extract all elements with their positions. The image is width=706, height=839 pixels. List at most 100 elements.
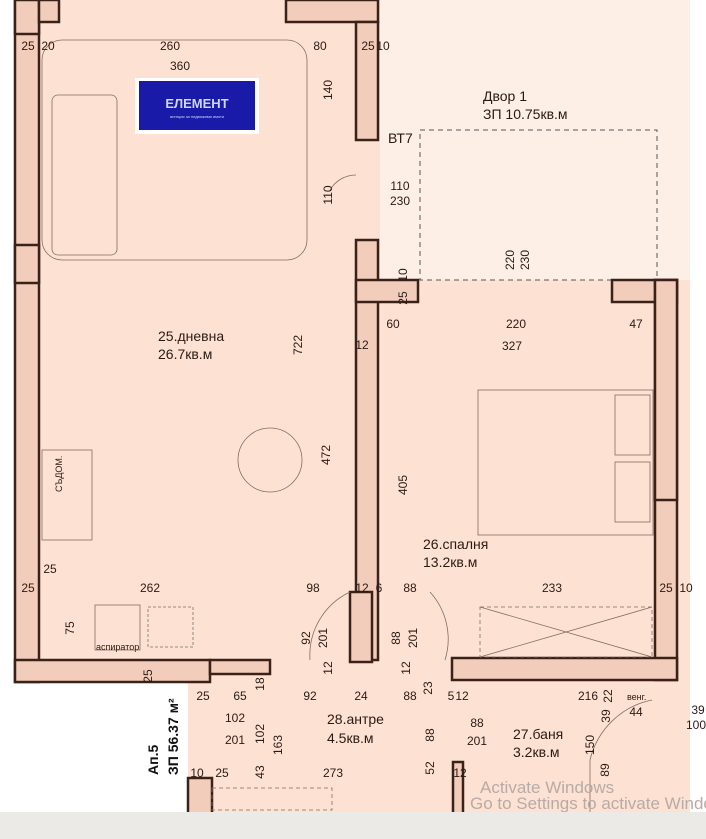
apartment-name: Ап.5 [145, 745, 161, 775]
vt-label: ВТ7 [388, 130, 413, 146]
dimension-label: 25 [396, 291, 410, 305]
dimension-label: 25 [361, 39, 375, 53]
watermark-line2: Go to Settings to activate Windows. [470, 794, 706, 813]
dimension-label: 201 [467, 734, 487, 748]
taskbar [0, 812, 706, 839]
dishwasher-label: СЪДОМ. [54, 456, 64, 492]
dimension-label: 201 [406, 628, 420, 648]
dimension-label: 25 [21, 39, 35, 53]
dimension-label: 52 [423, 761, 437, 775]
dimension-label: 18 [253, 677, 267, 691]
room-name-bedroom: 26.спалня [423, 536, 488, 552]
dimension-label: 472 [319, 445, 333, 465]
room-area-bath: 3.2кв.м [513, 744, 560, 760]
apartment-floor [15, 0, 690, 839]
dimension-label: 360 [170, 59, 190, 73]
svg-text:агенция за недвижими имоти: агенция за недвижими имоти [170, 114, 224, 119]
yard-boundary [419, 129, 658, 281]
dimension-label: 102 [225, 711, 245, 725]
dimension-label: 405 [396, 475, 410, 495]
dimension-label: 233 [542, 581, 562, 595]
dimension-label: 12 [355, 581, 369, 595]
furniture [41, 39, 654, 815]
dimension-label: 80 [313, 39, 327, 53]
dimension-label: 12 [399, 661, 413, 675]
dimension-label: 88 [470, 716, 484, 730]
dimension-label: 220 [506, 317, 526, 331]
dimension-label: 722 [291, 335, 305, 355]
dimension-label: 24 [354, 689, 368, 703]
dimension-label: 10 [190, 766, 204, 780]
dimension-label: 201 [316, 628, 330, 648]
dimension-label: 12 [355, 338, 369, 352]
dimension-label: 216 [578, 689, 598, 703]
dimension-label: 20 [41, 39, 55, 53]
dimension-label: 60 [386, 317, 400, 331]
dimension-label: 150 [583, 735, 597, 755]
dimension-label: 220 [503, 250, 517, 270]
dining-table [237, 427, 303, 493]
vent-label: венг. [627, 692, 646, 702]
dimension-label: 22 [601, 689, 615, 703]
dimension-label: 230 [390, 194, 410, 208]
room-area-yard: ЗП 10.75кв.м [483, 106, 568, 122]
dimension-label: 25 [43, 562, 57, 576]
dimension-label: 10 [396, 268, 410, 282]
dimension-label: 25 [141, 669, 155, 683]
dimension-label: 260 [160, 39, 180, 53]
dimension-label: 201 [225, 733, 245, 747]
dimension-label: 25 [196, 689, 210, 703]
room-name-hall: 28.антре [327, 711, 384, 727]
dimension-label: 110 [321, 185, 335, 204]
dimension-label: 88 [403, 581, 417, 595]
dimension-label: 39 [599, 709, 613, 723]
dimension-label: 88 [423, 728, 437, 742]
dimension-label: 262 [140, 581, 160, 595]
dimension-label: 89 [598, 763, 612, 777]
dimension-label: 110 [390, 179, 409, 193]
dimension-label: 75 [63, 621, 77, 635]
room-name-living: 25.дневна [158, 328, 224, 344]
room-area-living: 26.7кв.м [158, 346, 212, 362]
dimension-label: 88 [389, 631, 403, 645]
dimension-label: 6 [376, 581, 383, 595]
dimension-label: 25 [215, 766, 229, 780]
dimension-label: 273 [323, 766, 343, 780]
dimension-label: 5 [448, 689, 455, 703]
dimension-label: 100 [686, 718, 706, 732]
apartment-area: ЗП 56.37 м² [165, 698, 181, 775]
dimension-label: 25 [21, 581, 35, 595]
yard-area [380, 0, 690, 280]
dimension-label: 44 [629, 705, 643, 719]
dimension-label: 327 [502, 339, 522, 353]
dimension-label: 12 [453, 766, 467, 780]
agency-logo: ЕЛЕМЕНТ агенция за недвижими имоти [135, 78, 259, 134]
dimension-label: 102 [253, 724, 267, 744]
bed [477, 389, 654, 536]
room-labels: 25.дневна 26.7кв.м 26.спалня 13.2кв.м 28… [54, 88, 646, 775]
dimension-label: 230 [518, 250, 532, 270]
room-area-hall: 4.5кв.м [327, 730, 374, 746]
walls [13, 0, 692, 839]
dimension-label: 98 [306, 581, 320, 595]
room-name-yard: Двор 1 [483, 88, 527, 104]
dimension-label: 92 [303, 689, 317, 703]
dimension-label: 23 [421, 681, 435, 695]
dimension-label: 163 [271, 735, 285, 755]
dimension-label: 12 [455, 689, 469, 703]
svg-text:ЕЛЕМЕНТ: ЕЛЕМЕНТ [165, 96, 228, 111]
dimension-label: 10 [376, 39, 390, 53]
hood-label: аспиратор [96, 642, 139, 652]
dimension-label: 39 [691, 703, 705, 717]
dimension-label: 92 [299, 631, 313, 645]
dimension-label: 43 [253, 765, 267, 779]
dimension-label: 25 [659, 581, 673, 595]
dimension-label: 12 [321, 661, 335, 675]
dimension-label: 47 [629, 317, 643, 331]
dimension-label: 140 [321, 80, 335, 100]
dimension-label: 88 [403, 689, 417, 703]
room-name-bath: 27.баня [513, 726, 563, 742]
dimension-label: 65 [233, 689, 247, 703]
